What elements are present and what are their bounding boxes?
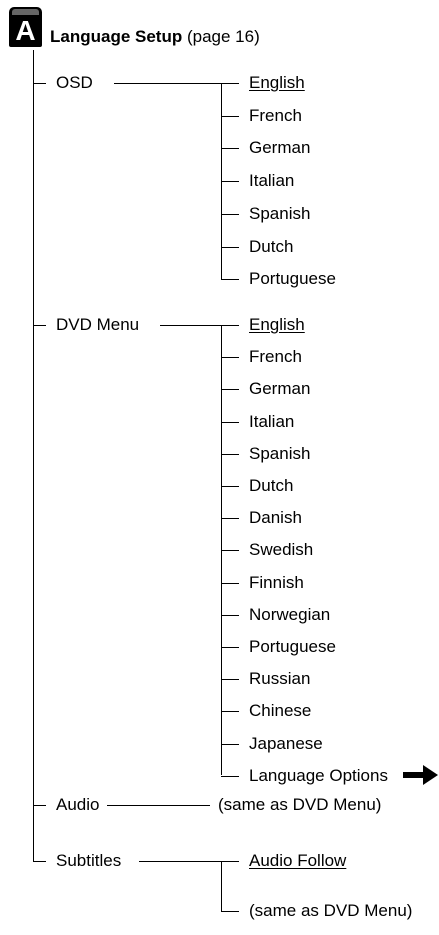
- language-option: Spanish: [249, 443, 311, 463]
- subtitles-connector: [33, 861, 46, 862]
- option-connector: [221, 711, 239, 713]
- subtitles-to-options-line: [139, 861, 239, 862]
- subtitles-label: Subtitles: [56, 851, 122, 870]
- option-connector: [221, 421, 239, 423]
- option-connector: [221, 357, 239, 359]
- dvd-menu-label: DVD Menu: [56, 315, 140, 334]
- osd-to-options-line: [114, 83, 239, 84]
- language-option: Chinese: [249, 701, 312, 721]
- option-connector: [221, 582, 239, 584]
- language-option: English: [249, 315, 305, 334]
- language-option: Portuguese: [249, 269, 336, 289]
- language-option: Japanese: [249, 733, 323, 753]
- osd-label: OSD: [56, 73, 93, 92]
- option-connector: [221, 647, 239, 648]
- dvd-menu-connector: [33, 325, 46, 326]
- language-option: French: [249, 347, 302, 367]
- page-title: Language Setup (page 16): [50, 26, 260, 48]
- dvd-menu-to-options-line: [160, 325, 239, 326]
- badge-letter: A: [15, 15, 36, 46]
- audio-to-value-line: [107, 805, 210, 806]
- option-connector: [221, 743, 239, 745]
- language-option: Norwegian: [249, 604, 331, 624]
- subtitles-option-same-as-dvd-menu: (same as DVD Menu): [249, 901, 413, 920]
- osd-options-trunk: [221, 83, 222, 279]
- option-connector: [221, 775, 239, 777]
- option-connector: [221, 679, 239, 681]
- language-option: English: [249, 73, 305, 92]
- language-option: Language Options: [249, 765, 388, 785]
- main-trunk-line: [33, 50, 34, 861]
- subtitles-options-trunk: [221, 861, 222, 911]
- option-connector: [221, 279, 239, 281]
- option-connector: [221, 389, 239, 391]
- option-connector: [221, 518, 239, 520]
- language-option: German: [249, 379, 311, 399]
- option-connector: [221, 181, 239, 183]
- language-option: French: [249, 105, 302, 125]
- language-option: German: [249, 138, 311, 158]
- language-option: Dutch: [249, 236, 294, 256]
- right-arrow-icon: [403, 765, 438, 785]
- language-option: Russian: [249, 669, 311, 689]
- dvd-menu-options-trunk: [221, 325, 222, 775]
- language-option: Danish: [249, 508, 302, 528]
- page-reference: (page 16): [186, 27, 260, 46]
- option-connector: [221, 246, 239, 248]
- language-option: Italian: [249, 171, 295, 191]
- subtitles-option-audio-follow: Audio Follow: [249, 851, 347, 870]
- option-connector: [221, 614, 239, 616]
- subtitles-option-connector: [221, 911, 239, 912]
- language-option: Spanish: [249, 203, 311, 223]
- language-option: Swedish: [249, 540, 314, 560]
- osd-connector: [33, 83, 46, 84]
- option-connector: [221, 213, 239, 215]
- option-connector: [221, 486, 239, 487]
- option-connector: [221, 453, 239, 455]
- audio-label: Audio: [56, 795, 100, 814]
- option-connector: [221, 115, 239, 117]
- language-option: Portuguese: [249, 637, 336, 656]
- audio-connector: [33, 805, 46, 806]
- audio-value: (same as DVD Menu): [218, 795, 382, 814]
- language-option: Italian: [249, 411, 295, 431]
- title-text: Language Setup: [50, 27, 183, 46]
- language-option: Finnish: [249, 572, 304, 592]
- section-badge: A: [9, 7, 42, 47]
- option-connector: [221, 148, 239, 150]
- option-connector: [221, 550, 239, 552]
- language-option: Dutch: [249, 476, 294, 495]
